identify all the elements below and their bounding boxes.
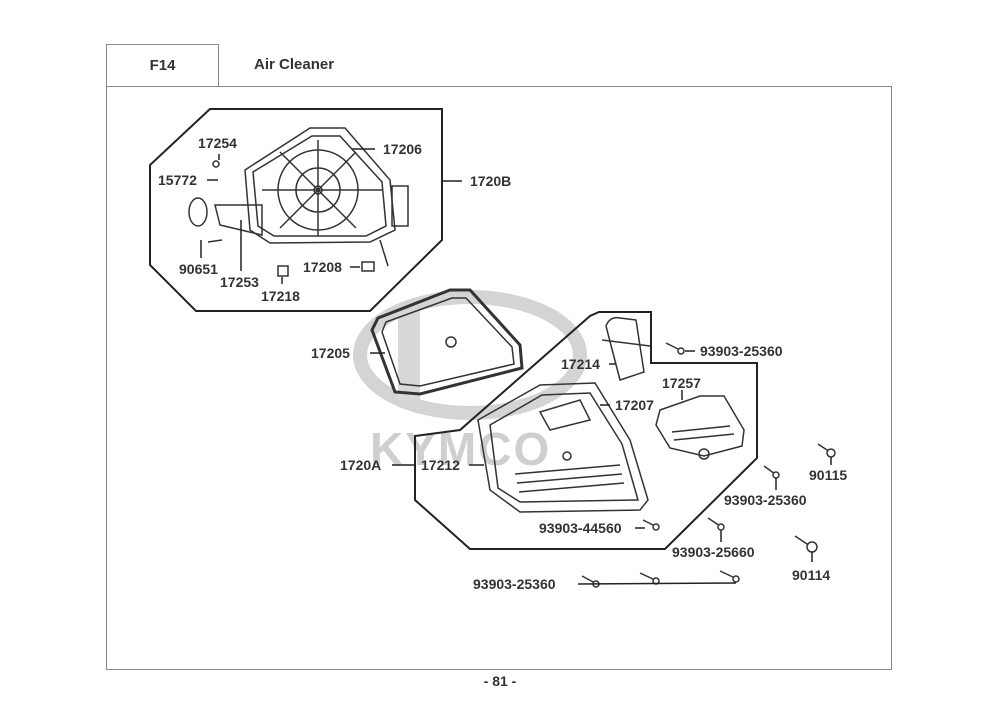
part-label-90115: 90115 — [809, 467, 847, 483]
leader-lines-group-2 — [392, 350, 695, 529]
part-label-1720B: 1720B — [470, 173, 511, 189]
part-label-93903-25360-right: 93903-25360 — [724, 492, 807, 508]
assembly-outline-1720A — [414, 311, 758, 550]
air-filter-element-part — [370, 288, 524, 396]
kymco-watermark-logo: KYMCO — [353, 290, 587, 475]
part-label-17253: 17253 — [220, 274, 259, 290]
part-label-17208: 17208 — [303, 259, 342, 275]
part-label-17218: 17218 — [261, 288, 300, 304]
assembly-outline-1720B — [149, 108, 443, 312]
screws — [581, 342, 836, 588]
part-label-17257: 17257 — [662, 375, 701, 391]
part-label-17214: 17214 — [561, 356, 600, 372]
part-label-17205: 17205 — [311, 345, 350, 361]
part-label-17254: 17254 — [198, 135, 237, 151]
page-number: - 81 - — [483, 673, 517, 689]
diagram-frame — [106, 86, 892, 670]
air-cleaner-case-part — [188, 127, 409, 277]
part-label-90651: 90651 — [179, 261, 218, 277]
watermark-text: KYMCO — [370, 423, 551, 475]
section-code-box — [106, 44, 219, 87]
part-label-93903-25660: 93903-25660 — [672, 544, 755, 560]
part-label-17206: 17206 — [383, 141, 422, 157]
part-label-1720A: 1720A — [340, 457, 381, 473]
part-label-93903-44560: 93903-44560 — [539, 520, 622, 536]
part-label-93903-25360-bottom: 93903-25360 — [473, 576, 556, 592]
leader-lines-screws — [577, 457, 832, 585]
section-code: F14 — [149, 57, 176, 74]
leader-lines-group-1 — [200, 148, 462, 284]
page-title: Air Cleaner — [254, 56, 335, 73]
part-label-93903-25360-top: 93903-25360 — [700, 343, 783, 359]
air-cleaner-cover-part — [477, 316, 745, 513]
part-label-17207: 17207 — [615, 397, 654, 413]
part-label-90114: 90114 — [792, 567, 830, 583]
part-label-15772: 15772 — [158, 172, 197, 188]
part-label-17212: 17212 — [421, 457, 460, 473]
